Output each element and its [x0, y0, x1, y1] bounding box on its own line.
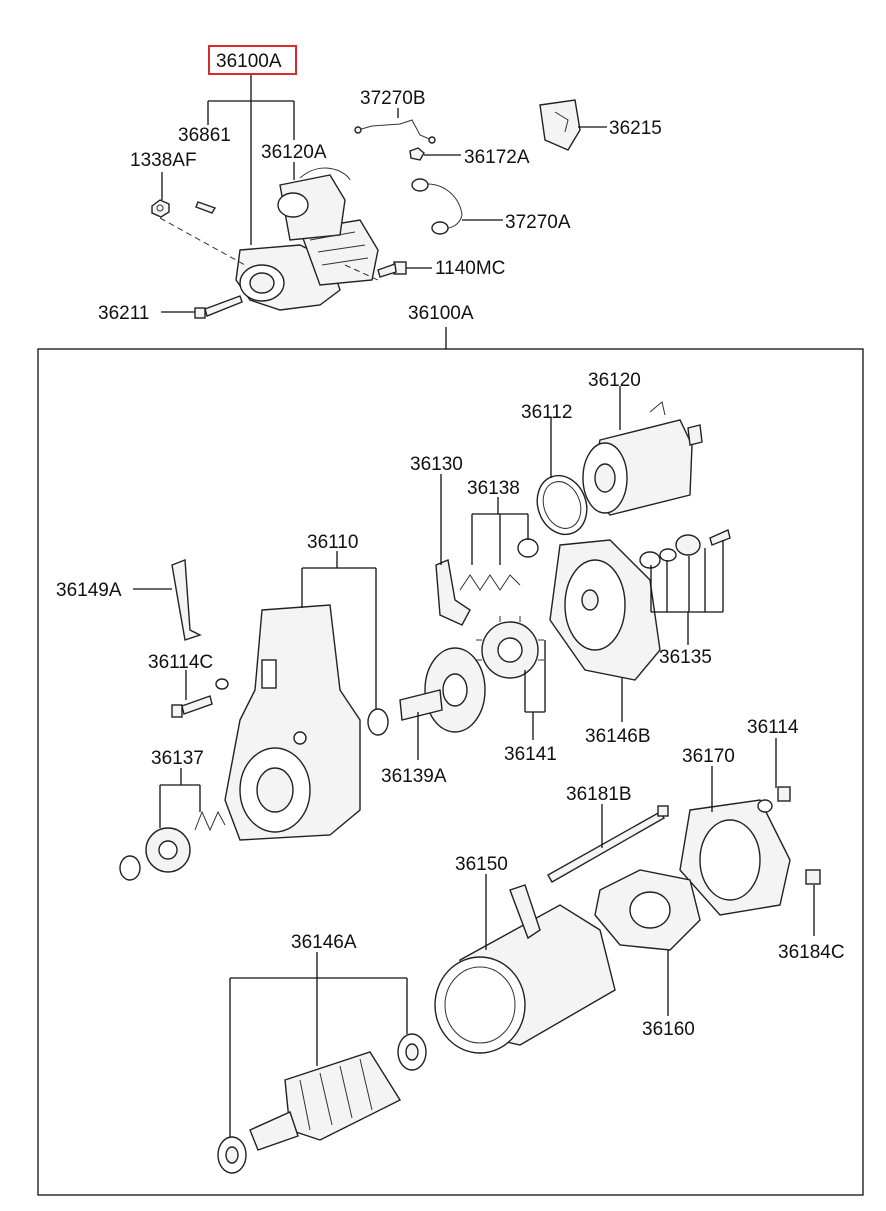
label-36861[interactable]: 36861 [178, 125, 231, 146]
label-36138[interactable]: 36138 [467, 478, 520, 499]
top-assembly: 36100A [98, 45, 662, 324]
label-36215[interactable]: 36215 [609, 118, 662, 139]
leader-36137 [159, 768, 201, 828]
clip-36861-icon [195, 201, 217, 214]
label-36130[interactable]: 36130 [410, 454, 463, 475]
label-36112[interactable]: 36112 [521, 402, 572, 423]
label-37270A[interactable]: 37270A [505, 212, 571, 233]
nut-1338AF-icon [151, 199, 170, 218]
label-36211[interactable]: 36211 [98, 303, 149, 324]
label-36114C[interactable]: 36114C [148, 652, 213, 673]
label-36150[interactable]: 36150 [455, 854, 508, 875]
leader-36110 [301, 551, 377, 710]
label-37270B[interactable]: 37270B [360, 88, 426, 109]
exploded-view: 36100A [37, 303, 864, 1196]
label-1338AF[interactable]: 1338AF [130, 150, 197, 171]
oring-36112-inner [542, 481, 582, 529]
bolt-36184C-icon [805, 869, 821, 885]
bolt-36114C-icon [171, 678, 229, 718]
cover-36215-icon [539, 99, 581, 151]
leader-36100A-top [207, 75, 295, 245]
leader-36135 [650, 540, 724, 645]
frame-36110-icon [224, 604, 361, 841]
drive-36139A-icon [399, 647, 486, 733]
cable-37270A-icon [411, 178, 463, 235]
yoke-36150-icon [434, 884, 616, 1054]
lever-36130-icon [435, 559, 471, 626]
bolt-36181B-icon [547, 805, 669, 883]
bracket-36149A-icon [171, 559, 202, 641]
highlight-box [208, 45, 297, 75]
label-36146B[interactable]: 36146B [585, 726, 651, 747]
armature-36146A-icon [217, 1033, 427, 1174]
gear-36137-icon [119, 810, 226, 881]
label-36137[interactable]: 36137 [151, 748, 204, 769]
starter-motor-assembly-icon [235, 167, 379, 311]
label-36135[interactable]: 36135 [659, 647, 712, 668]
label-1140MC[interactable]: 1140MC [435, 258, 505, 279]
leader-36138 [471, 497, 529, 565]
cover-36170-icon [679, 799, 791, 916]
label-36172A[interactable]: 36172A [464, 147, 530, 168]
nut-36172A-icon [409, 147, 425, 161]
exploded-view-frame [37, 348, 864, 1196]
cable-37270B-icon [354, 119, 436, 144]
label-36120[interactable]: 36120 [588, 370, 641, 391]
washer-36110-icon [367, 708, 389, 736]
label-36141[interactable]: 36141 [504, 744, 557, 765]
label-36184C[interactable]: 36184C [778, 942, 845, 963]
label-36160[interactable]: 36160 [642, 1019, 695, 1040]
label-36100A-top[interactable]: 36100A [216, 51, 282, 72]
label-36110[interactable]: 36110 [307, 532, 358, 553]
bolt-1140MC-icon [377, 261, 407, 278]
label-36146A[interactable]: 36146A [291, 932, 357, 953]
solenoid-36120-icon [582, 401, 703, 516]
label-36100A-exploded[interactable]: 36100A [408, 303, 474, 324]
housing-36146B-icon [549, 539, 661, 681]
label-36181B[interactable]: 36181B [566, 784, 632, 805]
label-36170[interactable]: 36170 [682, 746, 735, 767]
label-36139A[interactable]: 36139A [381, 766, 447, 787]
parts-36135-icon [639, 529, 731, 569]
dash-line-1140MC [344, 264, 379, 281]
label-36149A[interactable]: 36149A [56, 580, 122, 601]
dash-line-1338AF [159, 217, 246, 266]
bolt-36211-icon [194, 295, 243, 319]
label-36114[interactable]: 36114 [747, 717, 799, 738]
leader-36141 [524, 640, 546, 740]
leader-36146A [229, 952, 408, 1137]
pinion-36141-icon [476, 616, 544, 679]
brush-holder-36160-icon [594, 869, 701, 951]
bolt-36114-icon [757, 786, 791, 813]
label-36120A[interactable]: 36120A [261, 142, 327, 163]
